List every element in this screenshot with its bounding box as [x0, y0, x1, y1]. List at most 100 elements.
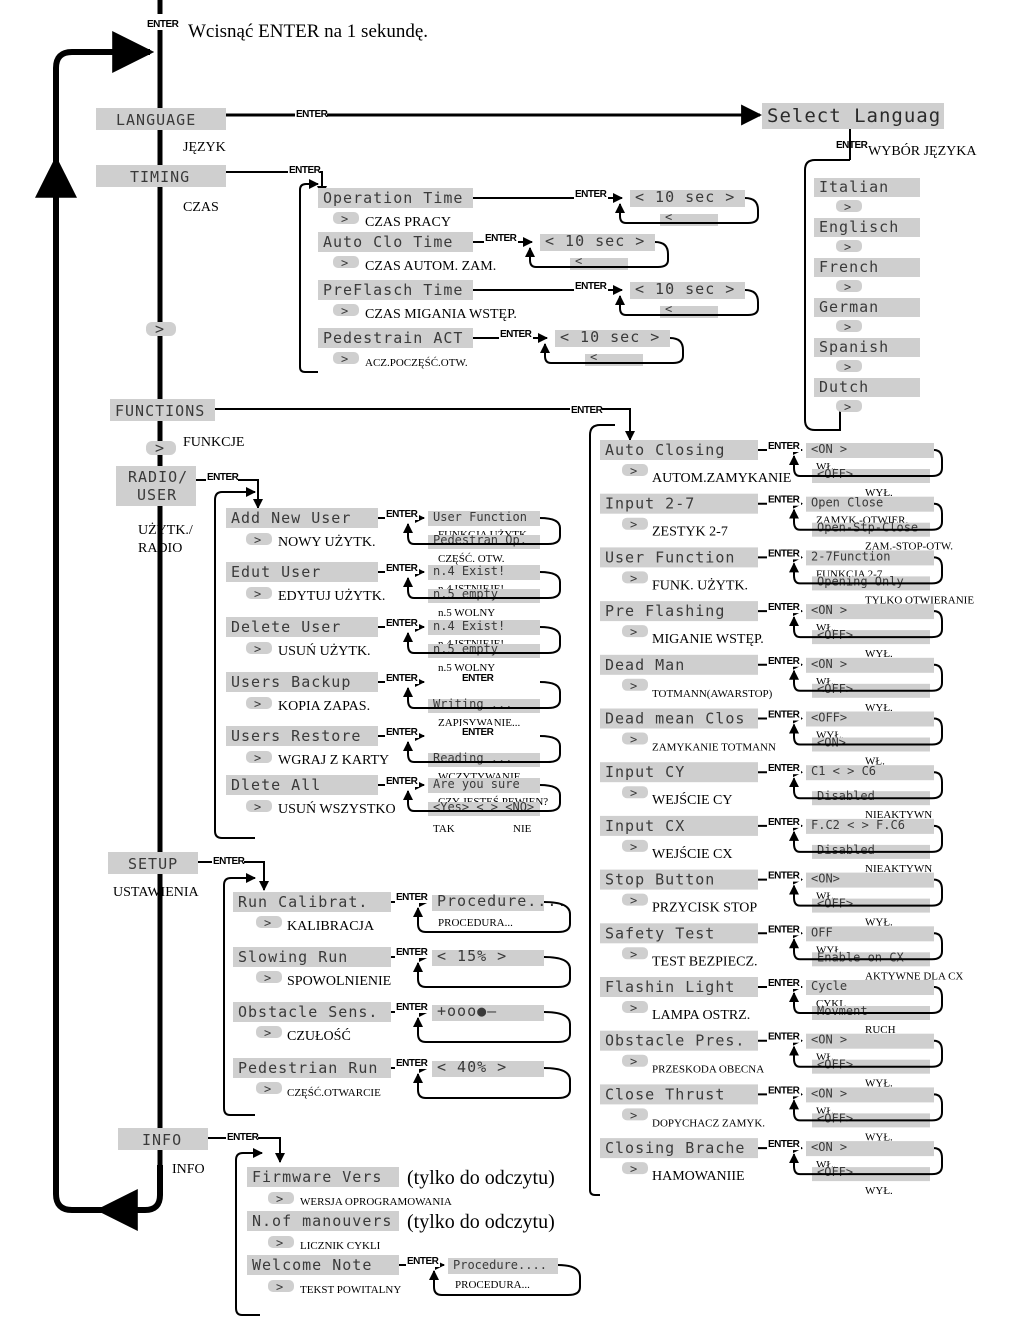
radio-item-3[interactable]: Users Backup: [231, 673, 351, 691]
radio-item-nav-2[interactable]: >: [254, 642, 261, 656]
function-opt1-2[interactable]: 2-7Function: [811, 549, 890, 563]
info-item-nav-0[interactable]: >: [276, 1192, 283, 1206]
timing-menu-title[interactable]: TIMING: [130, 168, 190, 186]
info-item-0[interactable]: Firmware Vers: [252, 1168, 382, 1186]
function-item-9[interactable]: Safety Test: [605, 924, 715, 942]
function-item-7[interactable]: Input CX: [605, 817, 685, 835]
function-item-nav-12[interactable]: >: [630, 1108, 637, 1122]
function-opt2-2[interactable]: Opening Only: [817, 574, 904, 588]
function-opt1-10[interactable]: Cycle: [811, 979, 847, 993]
function-item-12[interactable]: Close Thrust: [605, 1085, 725, 1103]
function-item-8[interactable]: Stop Button: [605, 871, 715, 889]
timing-value-1[interactable]: < 10 sec >: [545, 232, 645, 250]
timing-item-2[interactable]: PreFlasch Time: [323, 281, 463, 299]
timing-item-0[interactable]: Operation Time: [323, 189, 463, 207]
setup-item-nav-2[interactable]: >: [264, 1026, 271, 1040]
function-opt1-9[interactable]: OFF: [811, 925, 833, 939]
function-item-3[interactable]: Pre Flashing: [605, 602, 725, 620]
functions-nav-arrow[interactable]: >: [155, 439, 165, 457]
function-opt2-12[interactable]: <OFF>: [817, 1111, 853, 1125]
function-item-nav-9[interactable]: >: [630, 947, 637, 961]
function-item-1[interactable]: Input 2-7: [605, 495, 695, 513]
function-item-nav-10[interactable]: >: [630, 1001, 637, 1015]
function-item-5[interactable]: Dead mean Clos: [605, 710, 745, 728]
function-item-nav-1[interactable]: >: [630, 518, 637, 532]
radio-top-1[interactable]: n.4 Exist!: [433, 564, 505, 578]
radio-top-2[interactable]: n.4 Exist!: [433, 619, 505, 633]
timing-back-0[interactable]: <: [665, 210, 672, 224]
info-menu-title[interactable]: INFO: [142, 1131, 182, 1149]
function-opt2-1[interactable]: Open-Stp-Close: [817, 521, 918, 535]
function-opt2-13[interactable]: <OFF>: [817, 1165, 853, 1179]
setup-value-0[interactable]: Procedure....: [437, 892, 567, 910]
function-opt2-8[interactable]: <OFF>: [817, 897, 853, 911]
function-opt1-4[interactable]: <ON >: [811, 657, 847, 671]
function-item-nav-13[interactable]: >: [630, 1162, 637, 1176]
info-item-1[interactable]: N.of manouvers: [252, 1212, 392, 1230]
radio-top-0[interactable]: User Function: [433, 510, 527, 524]
setup-item-1[interactable]: Slowing Run: [238, 948, 348, 966]
timing-item-1[interactable]: Auto Clo Time: [323, 233, 453, 251]
function-opt2-3[interactable]: <OFF>: [817, 628, 853, 642]
function-opt2-10[interactable]: Movment: [817, 1004, 868, 1018]
setup-item-nav-1[interactable]: >: [264, 971, 271, 985]
language-option-0[interactable]: Italian: [819, 178, 889, 196]
setup-value-3[interactable]: < 40% >: [437, 1058, 507, 1076]
timing-back-3[interactable]: <: [590, 350, 597, 364]
function-opt1-11[interactable]: <ON >: [811, 1033, 847, 1047]
language-option-nav-3[interactable]: >: [844, 320, 851, 334]
language-option-5[interactable]: Dutch: [819, 378, 869, 396]
setup-item-3[interactable]: Pedestrian Run: [238, 1059, 378, 1077]
setup-item-2[interactable]: Obstacle Sens.: [238, 1003, 378, 1021]
setup-menu-title[interactable]: SETUP: [128, 855, 178, 873]
language-option-nav-5[interactable]: >: [844, 400, 851, 414]
function-item-nav-2[interactable]: >: [630, 571, 637, 585]
info-item-nav-1[interactable]: >: [276, 1236, 283, 1250]
function-opt1-7[interactable]: F.C2 < > F.C6: [811, 818, 905, 832]
function-item-4[interactable]: Dead Man: [605, 656, 685, 674]
function-item-nav-5[interactable]: >: [630, 733, 637, 747]
function-opt2-5[interactable]: <ON>: [817, 736, 846, 750]
function-item-nav-8[interactable]: >: [630, 894, 637, 908]
timing-item-nav-1[interactable]: >: [341, 256, 348, 270]
timing-value-2[interactable]: < 10 sec >: [635, 280, 735, 298]
setup-item-nav-0[interactable]: >: [264, 916, 271, 930]
info-item-nav-2[interactable]: >: [276, 1280, 283, 1294]
radio-item-nav-4[interactable]: >: [254, 751, 261, 765]
language-option-nav-4[interactable]: >: [844, 360, 851, 374]
radio-item-nav-1[interactable]: >: [254, 587, 261, 601]
function-opt1-5[interactable]: <OFF>: [811, 711, 847, 725]
setup-item-nav-3[interactable]: >: [264, 1082, 271, 1096]
timing-item-nav-0[interactable]: >: [341, 212, 348, 226]
setup-item-0[interactable]: Run Calibrat.: [238, 893, 368, 911]
radio-item-nav-3[interactable]: >: [254, 697, 261, 711]
radio-top-5[interactable]: Are you sure: [433, 777, 520, 791]
function-opt1-8[interactable]: <ON>: [811, 872, 840, 886]
language-option-3[interactable]: German: [819, 298, 879, 316]
function-item-nav-3[interactable]: >: [630, 625, 637, 639]
function-opt1-12[interactable]: <ON >: [811, 1086, 847, 1100]
function-opt1-1[interactable]: Open Close: [811, 496, 883, 510]
function-opt2-9[interactable]: Enable on CX: [817, 950, 904, 964]
language-option-2[interactable]: French: [819, 258, 879, 276]
function-item-nav-0[interactable]: >: [630, 464, 637, 478]
function-item-nav-7[interactable]: >: [630, 840, 637, 854]
function-opt2-6[interactable]: Disabled: [817, 789, 875, 803]
radio-item-4[interactable]: Users Restore: [231, 727, 361, 745]
function-opt2-4[interactable]: <OFF>: [817, 682, 853, 696]
language-menu-title[interactable]: LANGUAGE: [116, 111, 196, 129]
setup-value-2[interactable]: +ooo●—: [437, 1002, 497, 1020]
function-opt2-7[interactable]: Disabled: [817, 843, 875, 857]
language-option-1[interactable]: Englisch: [819, 218, 899, 236]
timing-item-nav-2[interactable]: >: [341, 304, 348, 318]
select-language-display[interactable]: Select Languag: [767, 105, 941, 127]
radio-item-0[interactable]: Add New User: [231, 509, 351, 527]
function-item-nav-6[interactable]: >: [630, 786, 637, 800]
function-item-10[interactable]: Flashin Light: [605, 978, 735, 996]
function-opt2-11[interactable]: <OFF>: [817, 1058, 853, 1072]
function-item-6[interactable]: Input CY: [605, 763, 685, 781]
function-opt1-3[interactable]: <ON >: [811, 603, 847, 617]
function-item-2[interactable]: User Function: [605, 548, 735, 566]
timing-back-2[interactable]: <: [665, 302, 672, 316]
timing-back-1[interactable]: <: [575, 254, 582, 268]
